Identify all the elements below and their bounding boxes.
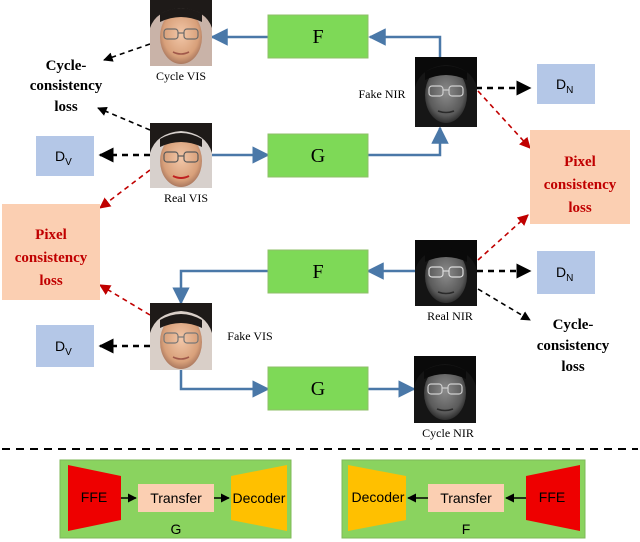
arrow-real-vis-to-pixel-loss bbox=[99, 169, 151, 209]
g-decoder-label: Decoder bbox=[233, 490, 286, 506]
pixel-loss-left-line2: consistency bbox=[15, 250, 88, 266]
cycle-consistency-loss-bottom: Cycle- consistency loss bbox=[537, 317, 610, 375]
f-decoder-block bbox=[348, 465, 406, 531]
generator-g-top-label: G bbox=[311, 145, 325, 167]
cycle-loss-bottom-line3: loss bbox=[561, 359, 585, 375]
architecture-f-label: F bbox=[462, 521, 471, 537]
architecture-g-label: G bbox=[171, 521, 182, 537]
arrow-fake-vis-to-pixel-loss bbox=[99, 284, 151, 316]
g-decoder-block bbox=[231, 465, 287, 531]
face-cycle-nir bbox=[414, 356, 476, 423]
arrow-real-vis-to-cycle-loss bbox=[97, 106, 151, 131]
f-transfer-block bbox=[428, 484, 504, 512]
arrow-real-nir-to-pixel-loss bbox=[477, 214, 529, 261]
generator-f-bottom-label: F bbox=[312, 261, 323, 283]
label-real-nir: Real NIR bbox=[427, 309, 473, 323]
generator-f-bottom: F bbox=[267, 249, 369, 294]
cycle-consistency-loss-top: Cycle- consistency loss bbox=[30, 58, 103, 115]
f-transfer-label: Transfer bbox=[440, 490, 492, 506]
pixel-loss-left-line3: loss bbox=[39, 273, 63, 289]
arrow-fake-nir-to-pixel-loss bbox=[477, 90, 531, 149]
dn-top-label: DN bbox=[556, 76, 573, 96]
arrow-cycle-vis-to-cycle-loss bbox=[103, 43, 151, 62]
discriminator-dv-bottom: DV bbox=[36, 325, 94, 367]
cycle-loss-bottom-line1: Cycle- bbox=[553, 317, 594, 333]
label-fake-nir: Fake NIR bbox=[359, 87, 406, 101]
label-cycle-vis: Cycle VIS bbox=[156, 69, 206, 83]
cycle-loss-top-line1: Cycle- bbox=[46, 58, 87, 74]
arrow-fake-vis-to-g bbox=[179, 370, 270, 398]
f-ffe-block bbox=[526, 465, 580, 531]
face-real-nir bbox=[415, 240, 477, 306]
generator-g-top: G bbox=[267, 133, 369, 178]
generator-f-top: F bbox=[267, 14, 369, 59]
pixel-loss-right-line2: consistency bbox=[544, 177, 617, 193]
face-real-vis bbox=[150, 123, 212, 188]
discriminator-dn-top: DN bbox=[537, 64, 595, 104]
cycle-loss-bottom-line2: consistency bbox=[537, 338, 610, 354]
architecture-f: Decoder Transfer FFE F bbox=[341, 459, 586, 539]
face-fake-nir bbox=[415, 57, 477, 127]
pixel-consistency-loss-left: Pixel consistency loss bbox=[2, 204, 100, 300]
arrow-real-nir-to-cycle-loss bbox=[477, 288, 531, 321]
f-decoder-label: Decoder bbox=[352, 489, 405, 505]
arrow-g-to-fake-nir bbox=[368, 126, 449, 157]
label-fake-vis: Fake VIS bbox=[227, 329, 272, 343]
dv-bottom-label: DV bbox=[55, 338, 72, 358]
discriminator-dv-top: DV bbox=[36, 136, 94, 176]
cycle-loss-top-line2: consistency bbox=[30, 78, 103, 94]
cycle-loss-top-line3: loss bbox=[54, 99, 78, 115]
face-cycle-vis bbox=[150, 0, 212, 66]
pixel-loss-left-line1: Pixel bbox=[35, 227, 67, 243]
pixel-loss-right-line1: Pixel bbox=[564, 154, 596, 170]
pixel-consistency-loss-right: Pixel consistency loss bbox=[530, 130, 630, 224]
generator-g-bottom: G bbox=[267, 366, 369, 411]
label-real-vis: Real VIS bbox=[164, 191, 208, 205]
discriminator-dn-bottom: DN bbox=[537, 251, 595, 294]
g-ffe-label: FFE bbox=[81, 489, 107, 505]
f-ffe-label: FFE bbox=[539, 489, 565, 505]
generator-f-top-label: F bbox=[312, 26, 323, 48]
dn-bottom-label: DN bbox=[556, 264, 573, 284]
arrow-f-to-fake-vis bbox=[172, 269, 268, 305]
architecture-g: FFE Transfer Decoder G bbox=[59, 459, 292, 539]
g-ffe-block bbox=[68, 465, 121, 531]
g-transfer-block bbox=[138, 484, 214, 512]
g-transfer-label: Transfer bbox=[150, 490, 202, 506]
generator-g-bottom-label: G bbox=[311, 378, 325, 400]
label-cycle-nir: Cycle NIR bbox=[422, 426, 474, 440]
dv-top-label: DV bbox=[55, 148, 72, 168]
pixel-loss-right-line3: loss bbox=[568, 200, 592, 216]
face-fake-vis bbox=[150, 303, 212, 370]
arrow-fake-nir-to-f bbox=[368, 28, 442, 57]
